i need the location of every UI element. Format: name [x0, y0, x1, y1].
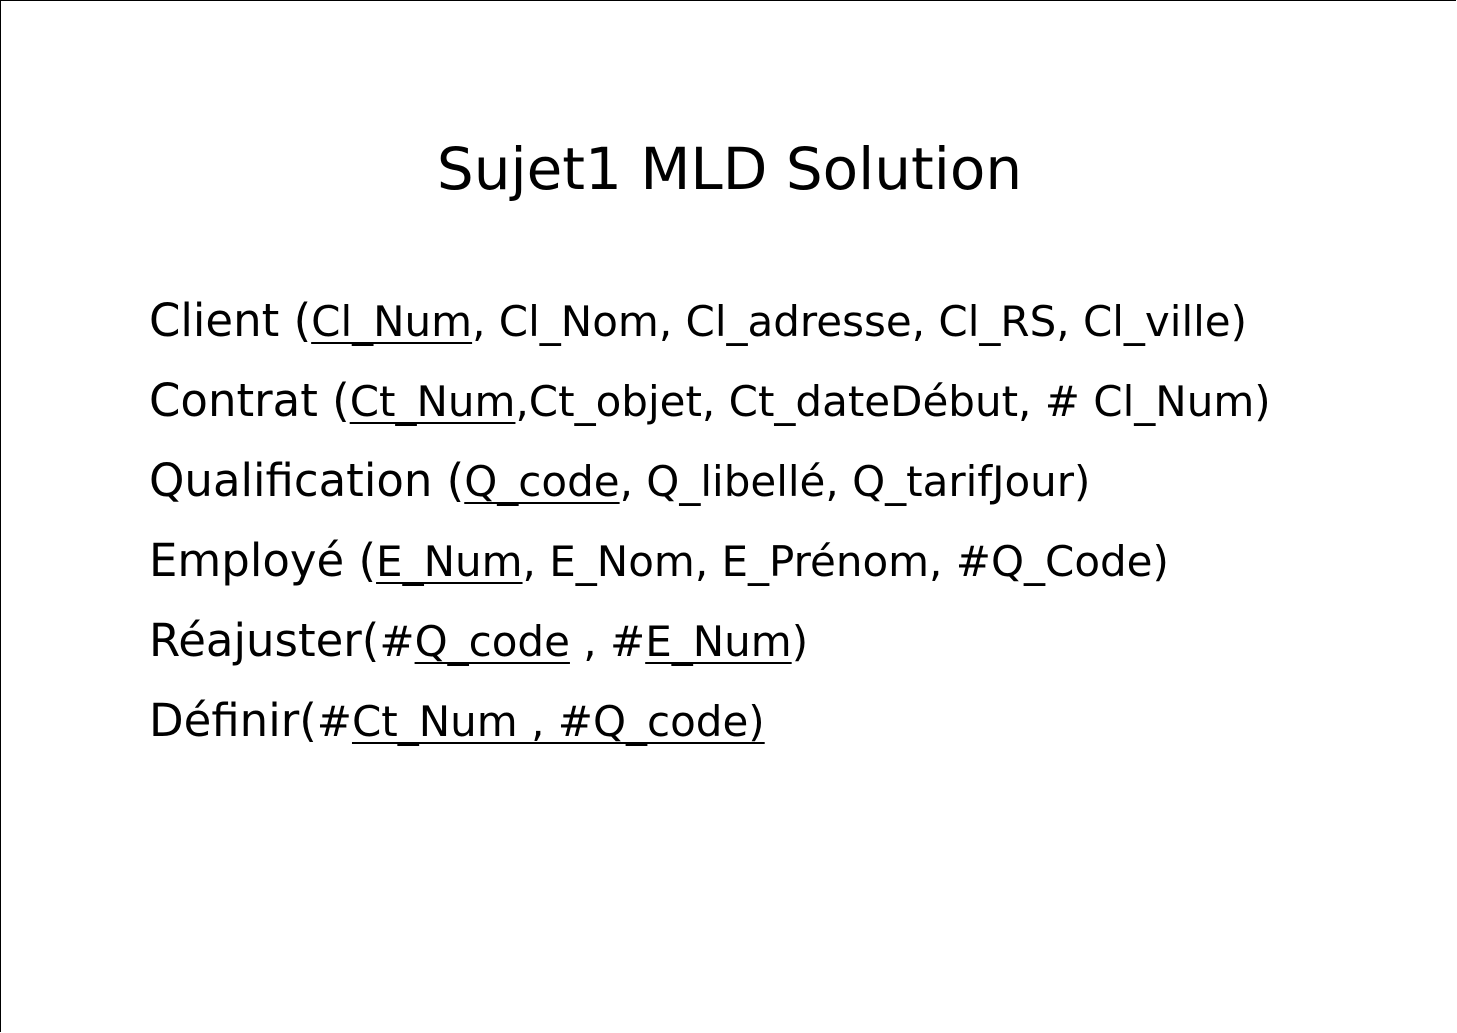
primary-key: Ct_Num , #Q_code) [351, 697, 765, 746]
relation-definir: Définir(#Ct_Num , #Q_code) [149, 681, 1271, 761]
primary-key: E_Num [376, 537, 523, 586]
primary-key: Q_code [464, 457, 620, 506]
separator: , # [569, 617, 646, 666]
relation-name: Qualification ( [149, 454, 465, 507]
primary-key: Cl_Num [311, 297, 473, 346]
foreign-key-marker: # [316, 697, 352, 746]
relation-name: Contrat ( [149, 374, 350, 427]
primary-key: Q_code [414, 617, 570, 666]
relation-client: Client (Cl_Num, Cl_Nom, Cl_adresse, Cl_R… [149, 281, 1271, 361]
attribute-list: ,Ct_objet, Ct_dateDébut, # Cl_Num) [515, 377, 1271, 426]
relation-name: Définir( [149, 694, 317, 747]
relation-list: Client (Cl_Num, Cl_Nom, Cl_adresse, Cl_R… [149, 281, 1271, 761]
relation-contrat: Contrat (Ct_Num,Ct_objet, Ct_dateDébut, … [149, 361, 1271, 441]
primary-key: Ct_Num [349, 377, 516, 426]
attribute-list: , Q_libellé, Q_tarifJour) [619, 457, 1091, 506]
relation-qualification: Qualification (Q_code, Q_libellé, Q_tari… [149, 441, 1271, 521]
relation-employe: Employé (E_Num, E_Nom, E_Prénom, #Q_Code… [149, 521, 1271, 601]
attribute-list: , Cl_Nom, Cl_adresse, Cl_RS, Cl_ville) [472, 297, 1248, 346]
slide-title: Sujet1 MLD Solution [436, 135, 1023, 203]
relation-name: Client ( [149, 294, 312, 347]
attribute-list: , E_Nom, E_Prénom, #Q_Code) [522, 537, 1169, 586]
closing-paren: ) [791, 617, 809, 666]
relation-reajuster: Réajuster(#Q_code , #E_Num) [149, 601, 1271, 681]
primary-key: E_Num [645, 617, 792, 666]
relation-name: Réajuster( [149, 614, 380, 667]
foreign-key-marker: # [379, 617, 415, 666]
relation-name: Employé ( [149, 534, 377, 587]
